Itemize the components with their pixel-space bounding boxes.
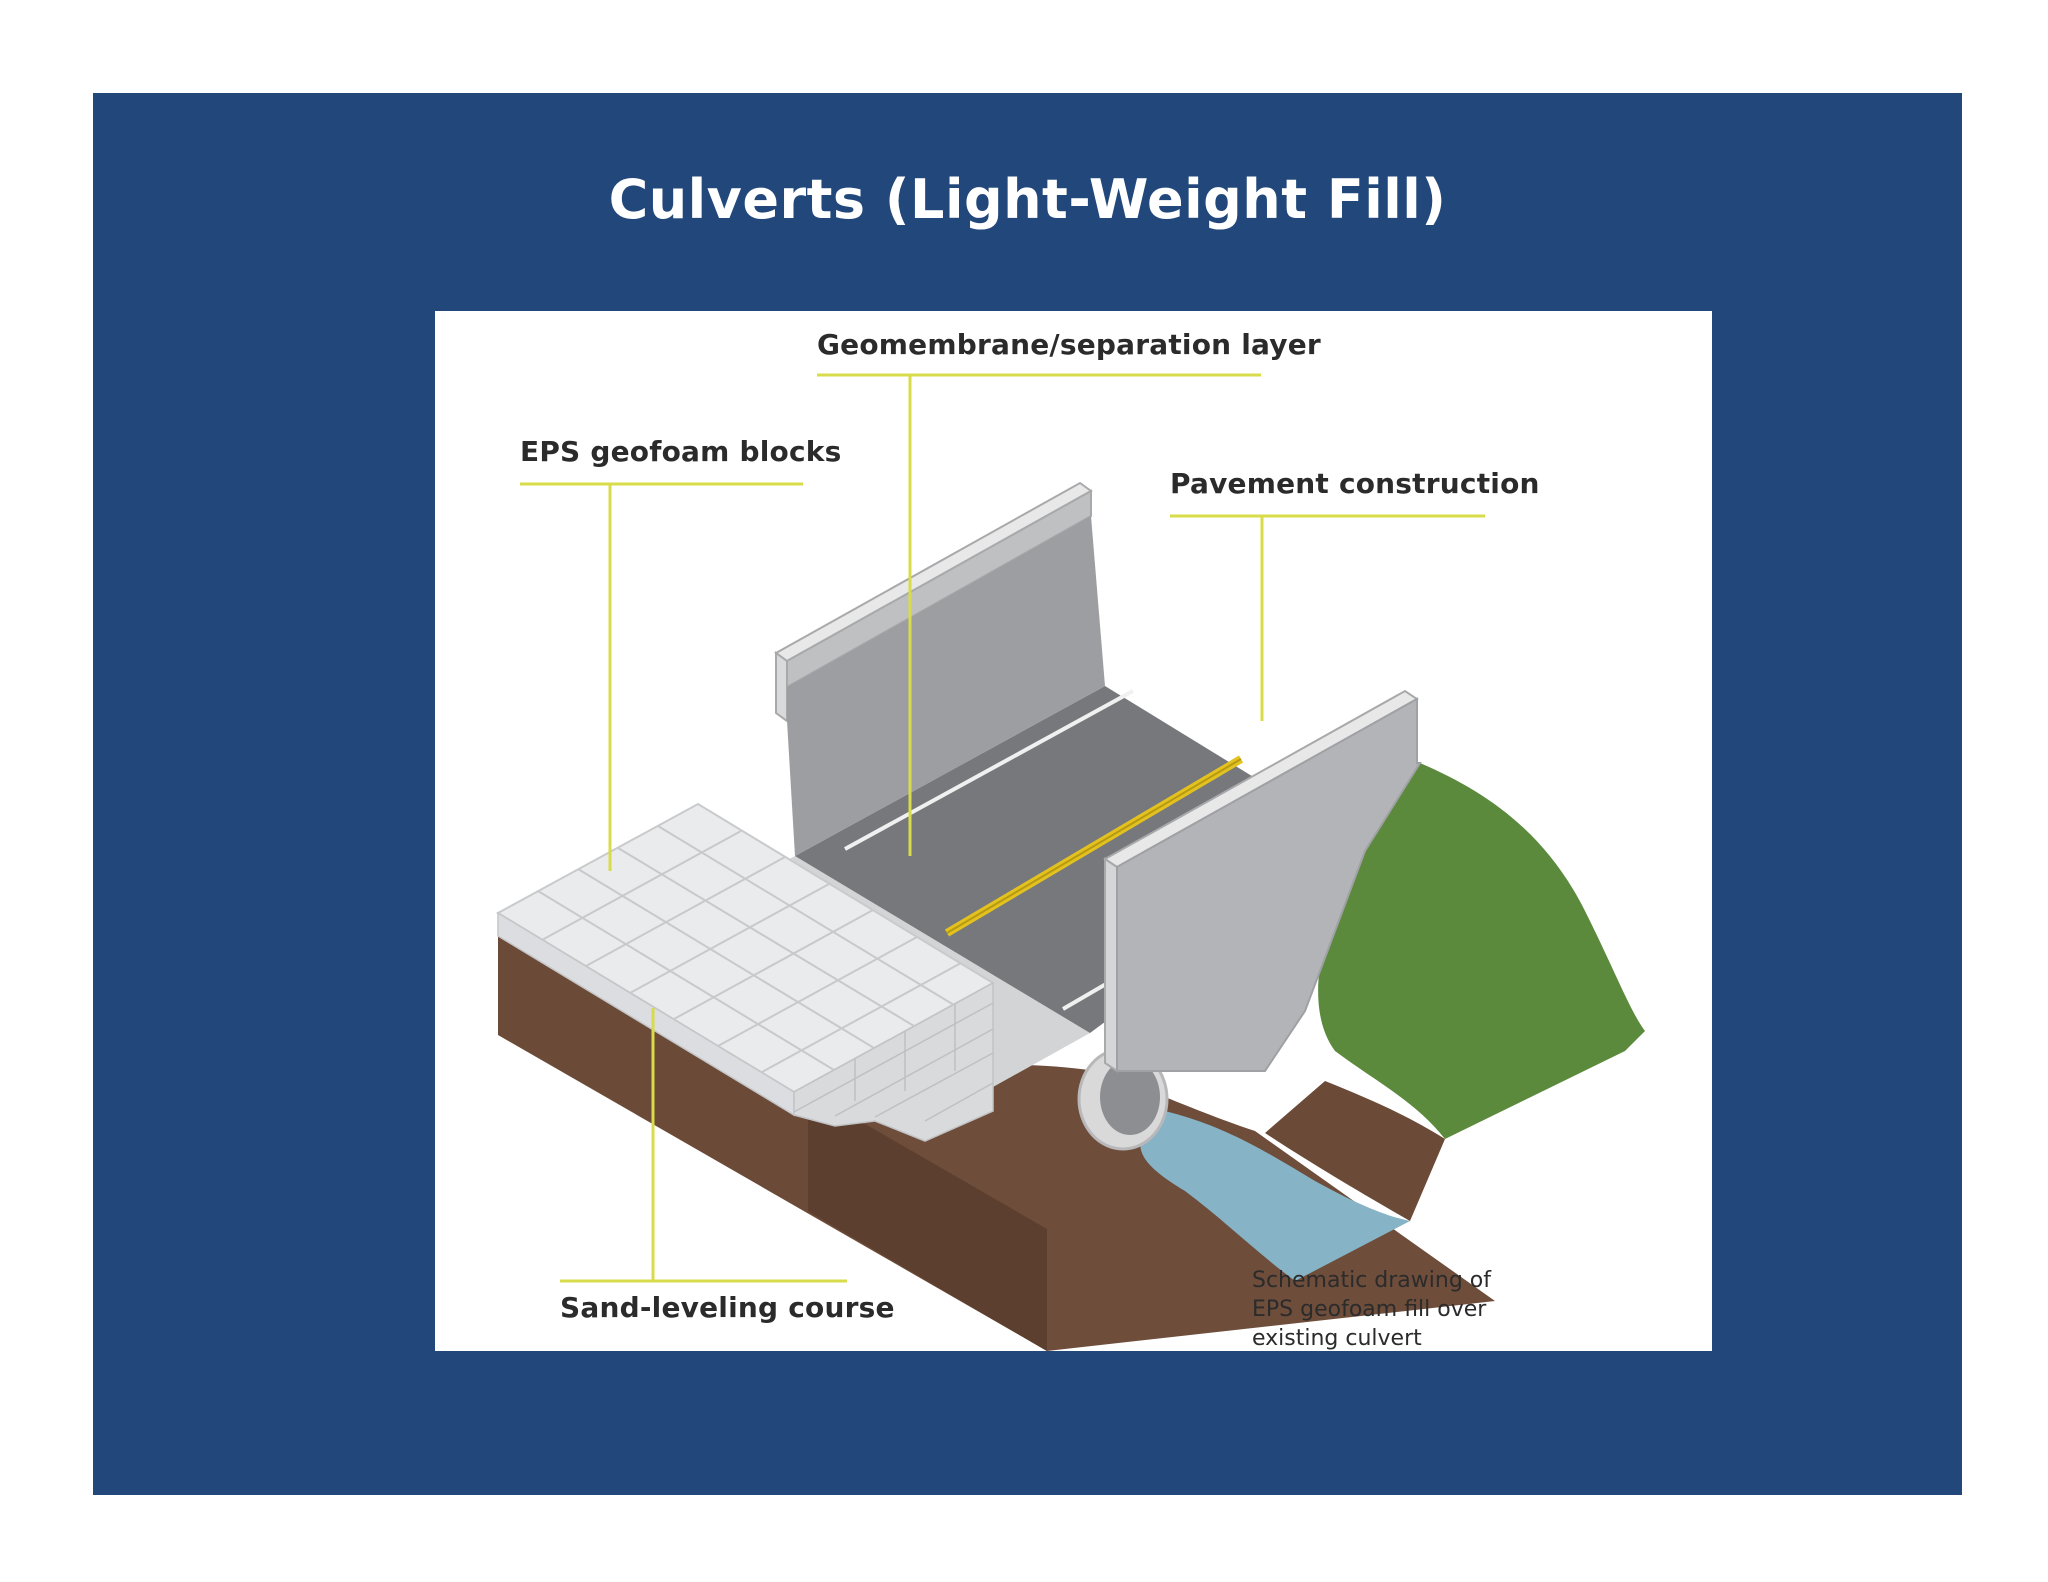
left-parapet-lower xyxy=(787,516,1105,856)
right-parapet-face xyxy=(1104,857,1118,1073)
caption-line-2: EPS geofoam fill over xyxy=(1252,1297,1487,1322)
caption-line-1: Schematic drawing of xyxy=(1252,1268,1491,1293)
slide: Culverts (Light-Weight Fill) xyxy=(93,93,1962,1495)
label-geomembrane: Geomembrane/separation layer xyxy=(817,328,1321,361)
right-parapet-side xyxy=(1116,697,1422,1072)
label-eps-geofoam-blocks: EPS geofoam blocks xyxy=(520,435,842,468)
label-sand-leveling-course: Sand-leveling course xyxy=(560,1291,895,1324)
water-stream xyxy=(1140,1111,1410,1281)
left-parapet-end xyxy=(775,651,788,723)
stepped-face-joints xyxy=(793,1002,994,1122)
caption-line-3: existing culvert xyxy=(1252,1326,1422,1351)
soil-under-blocks xyxy=(808,1091,1047,1351)
grass-embankment xyxy=(1318,763,1645,1139)
label-pavement-construction: Pavement construction xyxy=(1170,467,1540,500)
culvert-diagram: Geomembrane/separation layer EPS geofoam… xyxy=(435,311,1712,1351)
lane-line-left xyxy=(844,689,1134,851)
slide-title: Culverts (Light-Weight Fill) xyxy=(608,168,1447,231)
diagram-caption: Schematic drawing of EPS geofoam fill ov… xyxy=(1252,1266,1552,1351)
geofoam-stepped-face xyxy=(793,981,994,1142)
culvert-illustration xyxy=(495,373,1645,1351)
culvert-pipe-opening xyxy=(1100,1059,1160,1135)
soil-cut-surface xyxy=(808,1064,1495,1351)
geofoam-block-joints xyxy=(537,825,962,1073)
leader-lines xyxy=(520,373,1485,1283)
soil-right-bank xyxy=(1265,1081,1445,1221)
